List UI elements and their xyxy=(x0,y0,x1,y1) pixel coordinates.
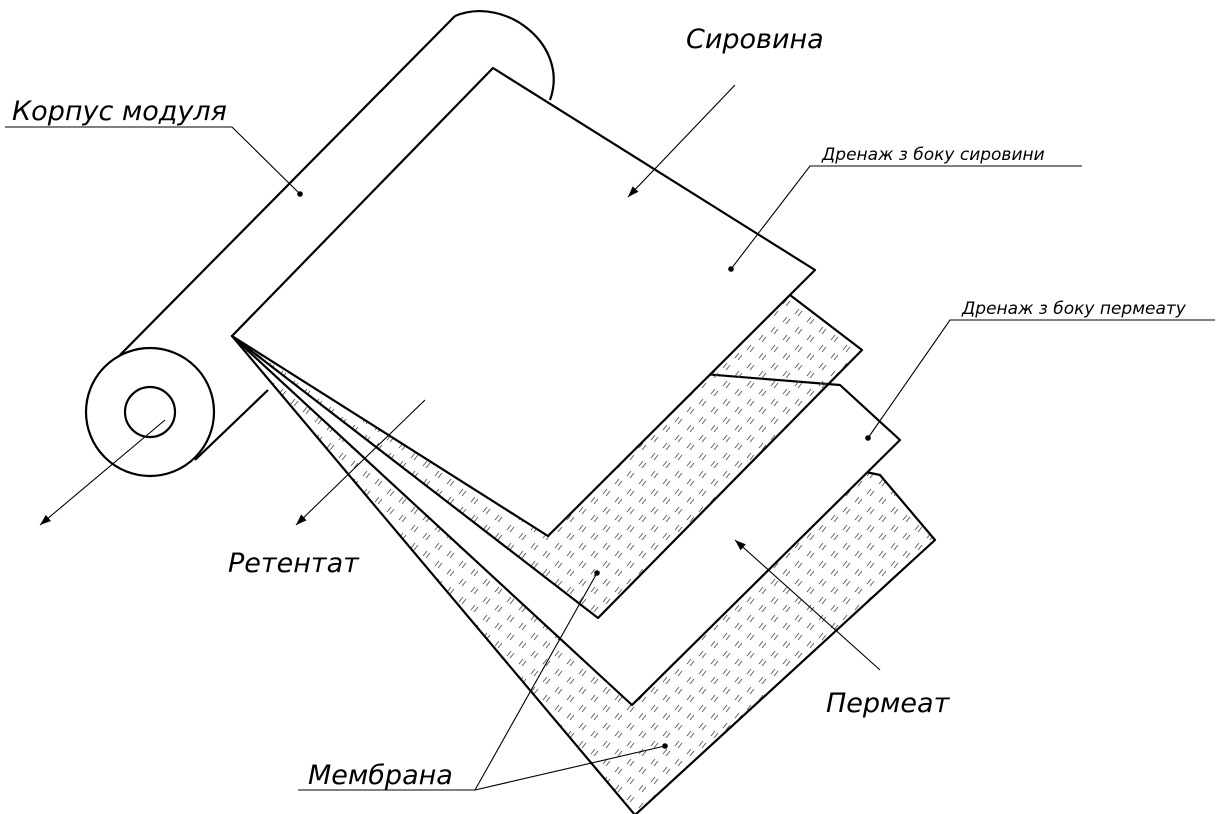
retentate-arrow-sheet xyxy=(295,399,426,526)
leader-lines xyxy=(5,126,1215,791)
housing-leader-dot xyxy=(297,191,303,197)
feed-drain-leader-dot xyxy=(728,266,734,272)
housing-end-outer xyxy=(84,346,216,478)
label-feed: Сировина xyxy=(686,24,824,55)
label-feed-drain: Дренаж з боку сировини xyxy=(821,145,1045,165)
label-retentate: Ретентат xyxy=(228,548,360,579)
feed-arrow xyxy=(627,84,736,198)
permeate-drain-leader xyxy=(867,319,1215,439)
membrane-leader-upper-dot xyxy=(594,570,600,576)
label-permeate: Пермеат xyxy=(826,688,951,719)
housing-lower-edge xyxy=(194,389,269,461)
label-housing: Корпус модуля xyxy=(12,96,227,127)
retentate-arrow-core xyxy=(39,419,166,526)
label-membrane: Мембрана xyxy=(308,760,453,791)
permeate-drain-leader-dot xyxy=(865,435,871,441)
housing-upper-edge xyxy=(119,15,456,356)
permeate-arrow xyxy=(734,539,881,671)
membrane-leader-lower xyxy=(474,745,666,791)
housing-end-inner xyxy=(123,385,177,439)
membrane-leader-lower-dot xyxy=(662,743,668,749)
housing-leader xyxy=(5,126,301,195)
housing-top-cap xyxy=(454,10,555,101)
feed-drain-leader xyxy=(730,165,1082,270)
label-permeate-drain: Дренаж з боку пермеату xyxy=(961,299,1187,319)
feed-drain-sheet xyxy=(230,66,817,538)
module-housing xyxy=(84,10,555,478)
